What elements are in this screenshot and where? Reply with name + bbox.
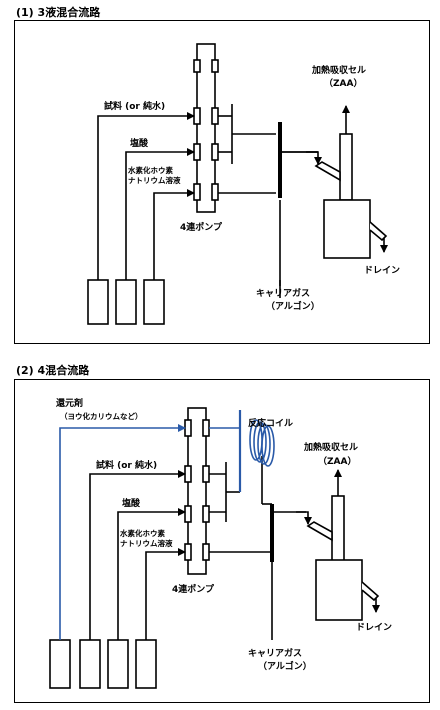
section2-diagram: [49, 407, 380, 689]
s2-carrier-label1: キャリアガス: [248, 647, 302, 659]
s2-cell-label: 加熱吸収セル: [303, 441, 358, 453]
bottle-hcl-2: [107, 639, 129, 689]
section1-diagram: [87, 43, 388, 325]
s2-reductant-label: 還元剤: [56, 397, 83, 409]
s2-reductant-sub: （ヨウ化カリウムなど）: [60, 411, 143, 421]
s2-drain-label: ドレイン: [356, 622, 392, 633]
s2-sample-label: 試料 (or 純水): [96, 459, 157, 471]
s1-sample-label: 試料 (or 純水): [104, 100, 165, 112]
s1-pump-label: 4連ポンプ: [180, 221, 223, 233]
absorption-cell-2: [331, 495, 345, 563]
s2-pump-label: 4連ポンプ: [172, 583, 215, 595]
pump-body-2: [187, 407, 207, 575]
section1-labels: 加熱吸収セル （ZAA） 試料 (or 純水) 塩酸 水素化ホウ素 ナトリウム溶…: [104, 64, 400, 312]
pump-body: [196, 43, 216, 213]
s2-carrier-label2: （アルゴン）: [258, 660, 312, 672]
s1-nabh4-label2: ナトリウム溶液: [128, 175, 181, 185]
s1-carrier-label2: （アルゴン）: [266, 300, 320, 312]
absorption-cell: [339, 133, 353, 201]
s2-nabh4-label1: 水素化ホウ素: [120, 528, 165, 538]
s1-cell-label: 加熱吸収セル: [311, 64, 366, 76]
bottle-reductant: [49, 639, 71, 689]
s2-coil-label: 反応コイル: [248, 417, 293, 429]
drain-vessel: [323, 199, 371, 259]
s2-hcl-label: 塩酸: [122, 497, 141, 509]
bottle-sample-2: [79, 639, 101, 689]
section2-labels: 還元剤 （ヨウ化カリウムなど） 反応コイル 加熱吸収セル （ZAA） 試料 (o…: [56, 397, 392, 672]
bottle-nabh4-2: [135, 639, 157, 689]
s1-cell-zaa: （ZAA）: [324, 78, 362, 89]
section1-panel: [14, 20, 430, 344]
bottle-nabh4: [143, 279, 165, 325]
s1-carrier-label1: キャリアガス: [256, 287, 310, 299]
s1-drain-label: ドレイン: [364, 265, 400, 276]
s1-nabh4-label1: 水素化ホウ素: [128, 165, 173, 175]
reductant-flow: [59, 410, 275, 640]
bottle-hcl: [115, 279, 137, 325]
section1-title: (1) 3液混合流路: [16, 6, 101, 19]
s2-cell-zaa: （ZAA）: [318, 456, 356, 467]
section2-title: (2) 4混合流路: [16, 364, 90, 377]
drain-vessel-2: [315, 559, 363, 621]
s1-hcl-label: 塩酸: [130, 137, 149, 149]
s2-nabh4-label2: ナトリウム溶液: [120, 538, 173, 548]
reaction-coil: [249, 419, 275, 467]
bottle-sample: [87, 279, 109, 325]
